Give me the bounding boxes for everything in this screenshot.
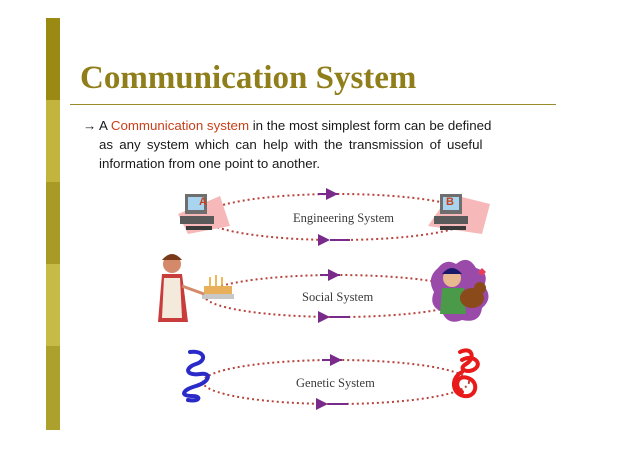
- bullet-line-1: A Communication system in the most simpl…: [83, 116, 569, 135]
- social-row: [158, 254, 489, 323]
- bullet-line-1-rest: in the most simplest form can be defined: [249, 118, 492, 133]
- genetic-row: [182, 348, 480, 410]
- social-system-label: Social System: [302, 290, 374, 304]
- accent-segment: [46, 182, 60, 264]
- red-dna-icon: [452, 348, 480, 399]
- accent-segment: [46, 100, 60, 182]
- boy-with-dog-icon: [430, 259, 489, 322]
- arrow-bullet-icon: →: [83, 118, 97, 133]
- computer-icon: [428, 194, 490, 234]
- computer-icon: [178, 194, 230, 234]
- bullet-paragraph: → A Communication system in the most sim…: [83, 116, 569, 173]
- slide-title: Communication System: [80, 60, 417, 96]
- title-divider: [70, 104, 556, 105]
- engineering-row: A B: [178, 188, 490, 246]
- highlight-term: Communication system: [110, 118, 250, 133]
- accent-segment: [46, 18, 60, 100]
- bullet-line-2: as any system which can help with the tr…: [99, 137, 483, 152]
- bullet-prefix: A: [99, 118, 111, 133]
- diagram-canvas: A B: [158, 188, 490, 410]
- accent-segment: [46, 264, 60, 346]
- badge-b: B: [446, 196, 454, 208]
- bullet-line-3: information from one point to another.: [99, 156, 321, 171]
- badge-a: A: [199, 196, 207, 208]
- accent-segment: [46, 346, 60, 430]
- blue-dna-icon: [182, 349, 210, 403]
- genetic-system-label: Genetic System: [296, 376, 375, 390]
- woman-with-cake-icon: [158, 254, 234, 322]
- communication-diagram: A B: [150, 182, 520, 417]
- left-accent-bar: [46, 18, 60, 430]
- engineering-system-label: Engineering System: [293, 211, 395, 225]
